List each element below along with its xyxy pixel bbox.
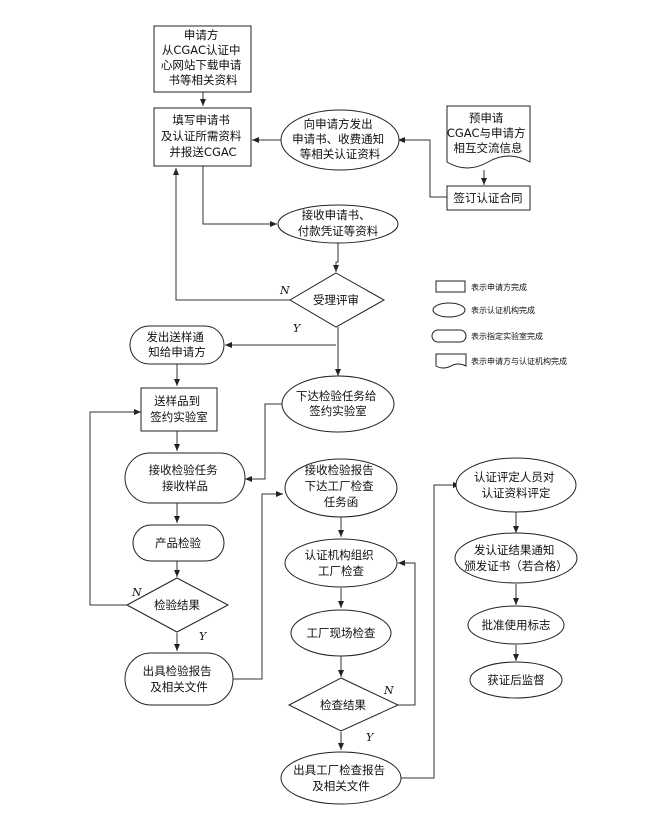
node-sample-notice — [129, 325, 225, 365]
text-receive-application: 接收申请书、 付款凭证等资料 — [298, 208, 379, 238]
text-fill-application: 填写申请书 及认证所需资料 并报送CGAC — [161, 113, 245, 159]
node-test-result — [125, 577, 230, 633]
arrow-report-to-receive-report — [233, 491, 283, 680]
node-inspection-result — [287, 677, 400, 732]
arrow-inspection-report-to-eval — [401, 482, 460, 779]
node-approve-mark — [467, 605, 565, 645]
label-review-yes: Y — [293, 322, 302, 335]
node-acceptance-review — [289, 272, 386, 328]
node-product-test — [132, 524, 225, 562]
node-pre-application — [446, 105, 531, 169]
label-test-no: N — [131, 586, 142, 599]
node-receive-task — [124, 452, 246, 504]
node-send-samples — [140, 387, 218, 432]
text-inspection-result: 检查结果 — [320, 698, 366, 712]
node-inspection-report — [280, 751, 402, 805]
arrow-result-no-to-send — [89, 409, 141, 606]
label-inspection-yes: Y — [366, 731, 375, 744]
arrow-fill-to-receive — [202, 166, 277, 227]
legend-stadium-symbol — [431, 329, 467, 343]
text-receive-report: 接收检验报告 下达工厂检查 任务函 — [305, 463, 378, 509]
text-applicant-download: 申请方 从CGAC认证中 心网站下载申请 书等相关资料 — [161, 28, 245, 87]
node-labels: 申请方 从CGAC认证中 心网站下载申请 书等相关资料 填写申请书 及认证所需资… — [143, 28, 568, 793]
text-issue-certificate: 发认证结果通知 颁发证书（若合格） — [464, 543, 568, 573]
node-surveillance — [469, 661, 563, 699]
node-receive-application — [277, 204, 399, 244]
legend-label-cert-body: 表示认证机构完成 — [471, 305, 535, 315]
branch-labels: N Y N Y N Y — [131, 284, 394, 744]
legend-rect-symbol — [435, 280, 466, 293]
label-test-yes: Y — [199, 630, 208, 643]
label-inspection-no: N — [383, 684, 394, 697]
arrow-inspection-no-to-organize — [398, 560, 416, 706]
node-issue-task — [281, 375, 395, 433]
connectors — [89, 92, 519, 779]
text-inspection-report: 出具工厂检查报告 及相关文件 — [293, 763, 389, 793]
text-send-samples: 送样品到 签约实验室 — [150, 394, 208, 424]
text-evaluation: 认证评定人员对 认证资料评定 — [474, 470, 558, 500]
text-sample-notice: 发出送样通 知给申请方 — [146, 330, 207, 359]
text-test-result: 检验结果 — [154, 598, 200, 612]
node-sign-contract — [446, 185, 531, 211]
text-product-test: 产品检验 — [155, 536, 201, 550]
text-send-forms: 向申请方发出 申请书、收费通知 等相关认证资料 — [292, 117, 388, 161]
node-onsite-inspection — [290, 609, 392, 657]
node-issue-certificate — [454, 532, 578, 584]
node-applicant-download — [153, 25, 252, 93]
legend-label-joint: 表示申请方与认证机构完成 — [471, 356, 567, 366]
node-test-report — [124, 652, 234, 706]
node-evaluation — [455, 457, 577, 513]
legend: 表示申请方完成 表示认证机构完成 表示指定实验室完成 表示申请方与认证机构完成 — [431, 280, 567, 369]
node-receive-report — [284, 458, 398, 518]
text-surveillance: 获证后监督 — [487, 673, 545, 687]
text-approve-mark: 批准使用标志 — [482, 618, 551, 632]
legend-document-symbol — [435, 353, 467, 369]
arrow-review-no-to-fill — [173, 168, 290, 301]
legend-label-lab: 表示指定实验室完成 — [471, 331, 543, 341]
text-acceptance-review: 受理评审 — [313, 293, 359, 307]
node-fill-application — [153, 107, 252, 167]
arrow-contract-to-send — [398, 137, 447, 198]
legend-label-applicant: 表示申请方完成 — [471, 282, 527, 292]
arrow-receive-to-review — [333, 243, 339, 272]
text-sign-contract: 签订认证合同 — [454, 191, 523, 205]
legend-ellipse-symbol — [432, 302, 466, 318]
text-issue-task: 下达检验任务给 签约实验室 — [296, 389, 380, 418]
arrow-task-to-receive-task — [245, 403, 282, 482]
text-receive-task: 接收检验任务 接收样品 — [149, 463, 222, 493]
node-organize-inspection — [284, 538, 398, 588]
text-test-report: 出具检验报告 及相关文件 — [143, 664, 216, 694]
shapes — [124, 25, 578, 805]
text-pre-application: 预申请 CGAC与申请方 相互交流信息 — [447, 111, 529, 155]
text-organize-inspection: 认证机构组织 工厂检查 — [305, 548, 378, 578]
text-onsite-inspection: 工厂现场检查 — [307, 626, 376, 640]
label-review-no: N — [279, 284, 290, 297]
node-send-forms — [280, 109, 400, 171]
